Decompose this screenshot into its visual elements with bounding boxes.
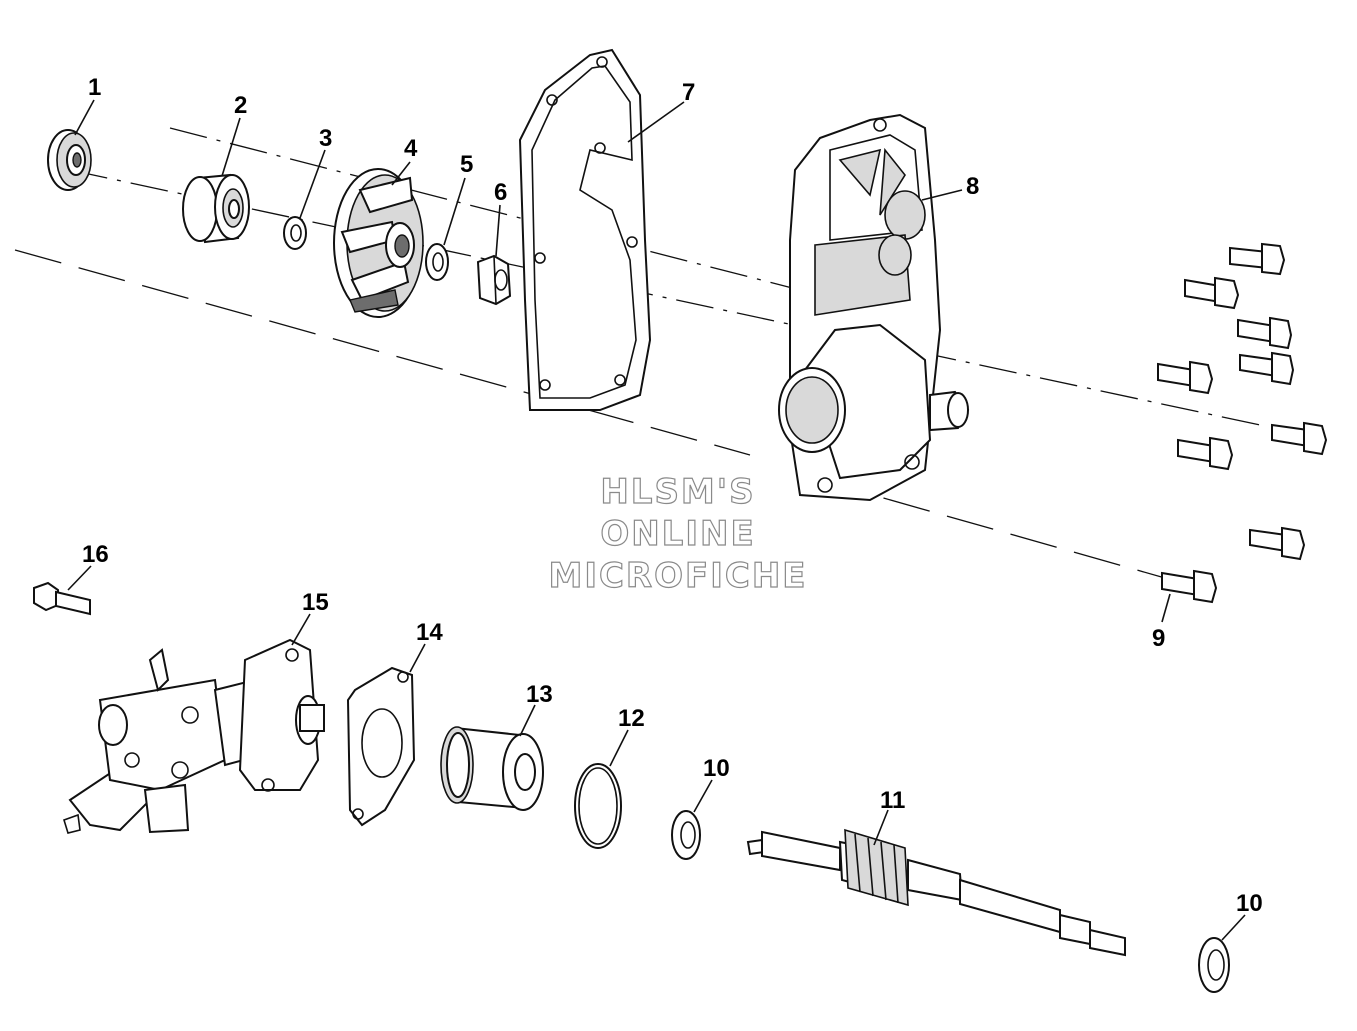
lower-centerline: [14, 249, 751, 456]
bolt[interactable]: [1161, 569, 1218, 604]
lower-centerline-right: [819, 479, 1166, 579]
part-7-gasket[interactable]: [518, 48, 652, 411]
callout-5: 5: [460, 151, 473, 178]
part-14-gasket[interactable]: [346, 666, 416, 827]
part-16-bolt[interactable]: [33, 581, 91, 616]
callout-4: 4: [404, 135, 418, 162]
watermark-line-2: ONLINE: [600, 514, 755, 554]
callout-11: 11: [880, 787, 905, 814]
part-12-o-ring[interactable]: [574, 763, 622, 849]
part-6-nut[interactable]: [476, 254, 512, 306]
bolt[interactable]: [1157, 360, 1214, 395]
callout-9: 9: [1152, 625, 1165, 652]
callout-10-upper: 10: [703, 755, 730, 782]
part-2-bearing[interactable]: [182, 173, 250, 244]
part-5-washer[interactable]: [425, 243, 449, 281]
callout-labels: 1 2 3 4 5 6 7 8 9 10 10 11 12 13 14 15 1…: [82, 74, 1263, 917]
callout-6: 6: [494, 179, 507, 206]
part-10-washer-lower[interactable]: [1198, 937, 1230, 993]
upper-centerline: [69, 169, 1261, 426]
callout-2: 2: [234, 92, 247, 119]
bolt[interactable]: [1184, 276, 1240, 310]
part-11-shaft[interactable]: [746, 828, 1126, 957]
leader-lines: [67, 99, 1246, 941]
bolt[interactable]: [1239, 351, 1295, 386]
bolt[interactable]: [1271, 421, 1328, 456]
part-10-washer-upper[interactable]: [671, 810, 701, 860]
part-3-washer[interactable]: [283, 216, 307, 250]
callout-12: 12: [618, 705, 645, 732]
callout-14: 14: [416, 619, 443, 646]
rear-centerline: [169, 127, 801, 291]
watermark-line-1: HLSM'S: [600, 472, 755, 512]
callout-10-lower: 10: [1236, 890, 1263, 917]
bolt[interactable]: [1177, 436, 1234, 471]
callout-15: 15: [302, 589, 329, 616]
callout-3: 3: [319, 125, 332, 152]
callout-8: 8: [966, 173, 979, 200]
callout-7: 7: [682, 79, 695, 106]
bolt[interactable]: [1237, 316, 1293, 350]
callout-1: 1: [88, 74, 101, 101]
bolt[interactable]: [1229, 242, 1286, 276]
callout-16: 16: [82, 541, 109, 568]
part-13-bushing[interactable]: [440, 726, 544, 811]
watermark-line-3: MICROFICHE: [548, 556, 807, 596]
part-1-seal[interactable]: [47, 129, 92, 191]
part-15-pump-body[interactable]: [63, 638, 325, 834]
callout-13: 13: [526, 681, 553, 708]
part-8-pump-cover[interactable]: [778, 113, 970, 502]
bolt[interactable]: [1249, 526, 1306, 561]
watermark: HLSM'S ONLINE MICROFICHE: [548, 471, 807, 596]
part-9-bolts[interactable]: [1157, 242, 1328, 604]
part-4-impeller[interactable]: [333, 168, 424, 318]
